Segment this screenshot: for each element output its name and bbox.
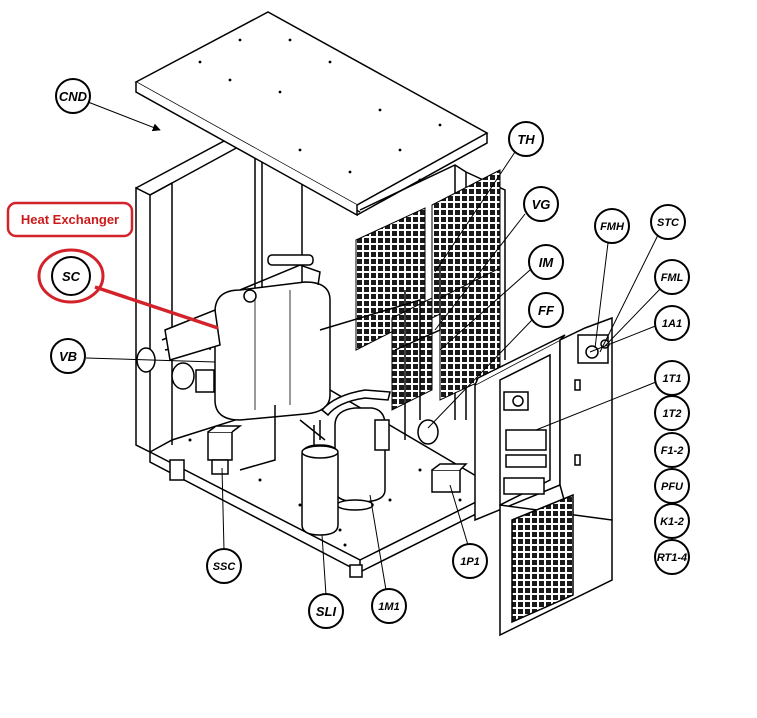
svg-text:1T1: 1T1 <box>663 373 682 385</box>
svg-text:VG: VG <box>532 197 551 212</box>
top-cover-panel <box>134 11 489 217</box>
leader-lines <box>85 101 663 596</box>
front-door <box>499 493 613 637</box>
callout-ff: FF <box>528 292 564 328</box>
svg-text:CND: CND <box>59 89 88 104</box>
svg-text:1T2: 1T2 <box>663 408 682 420</box>
liquid-receiver <box>301 420 339 536</box>
callout-fml: FML <box>654 259 690 295</box>
svg-text:RT1-4: RT1-4 <box>657 552 687 564</box>
pressure-switch <box>431 463 468 493</box>
condenser-grille <box>355 169 501 411</box>
svg-text:1A1: 1A1 <box>662 318 682 330</box>
svg-text:FML: FML <box>661 272 684 284</box>
safety-switch <box>207 425 243 475</box>
svg-text:F1-2: F1-2 <box>661 445 684 457</box>
heat-exchanger <box>214 254 331 421</box>
electrical-panel <box>474 334 566 522</box>
callout-sc: SC <box>51 256 91 296</box>
callout-fmh: FMH <box>594 208 630 244</box>
svg-text:FF: FF <box>538 303 555 318</box>
callout-im: IM <box>528 244 564 280</box>
heat-exchanger-label-box <box>6 201 134 238</box>
callout-cnd: CND <box>55 78 91 114</box>
svg-text:1P1: 1P1 <box>460 556 480 568</box>
callout-vg: VG <box>523 186 559 222</box>
callout-ssc: SSC <box>206 548 242 584</box>
svg-text:VB: VB <box>59 349 77 364</box>
svg-text:FMH: FMH <box>600 221 625 233</box>
sc-highlight-ring <box>37 248 105 304</box>
svg-text:SC: SC <box>62 269 81 284</box>
svg-text:1M1: 1M1 <box>378 601 399 613</box>
callout-vb: VB <box>50 338 86 374</box>
svg-text:SLI: SLI <box>316 604 337 619</box>
callout-pfu: PFU <box>654 468 690 504</box>
compressor <box>320 389 391 511</box>
callout-k1-2: K1-2 <box>654 503 690 539</box>
callout-1t1: 1T1 <box>654 360 690 396</box>
svg-text:TH: TH <box>517 132 535 147</box>
callout-1m1: 1M1 <box>371 588 407 624</box>
callout-1t2: 1T2 <box>654 395 690 431</box>
svg-text:PFU: PFU <box>661 481 684 493</box>
callout-stc: STC <box>650 204 686 240</box>
svg-text:K1-2: K1-2 <box>660 516 684 528</box>
callout-f1-2: F1-2 <box>654 432 690 468</box>
callout-1a1: 1A1 <box>654 305 690 341</box>
svg-text:STC: STC <box>657 217 680 229</box>
sc-highlight-leader <box>94 285 219 330</box>
callout-1p1: 1P1 <box>452 543 488 579</box>
heat-exchanger-highlight: Heat Exchanger <box>6 201 219 330</box>
svg-text:SSC: SSC <box>213 561 237 573</box>
svg-text:IM: IM <box>539 255 555 270</box>
top-cover-holes <box>198 38 442 182</box>
filter-drier <box>417 419 439 445</box>
callout-th: TH <box>508 121 544 157</box>
callout-sli: SLI <box>308 593 344 629</box>
callout-rt1-4: RT1-4 <box>654 539 690 575</box>
base-plate-holes <box>188 438 462 547</box>
heat-exchanger-label: Heat Exchanger <box>21 212 119 227</box>
